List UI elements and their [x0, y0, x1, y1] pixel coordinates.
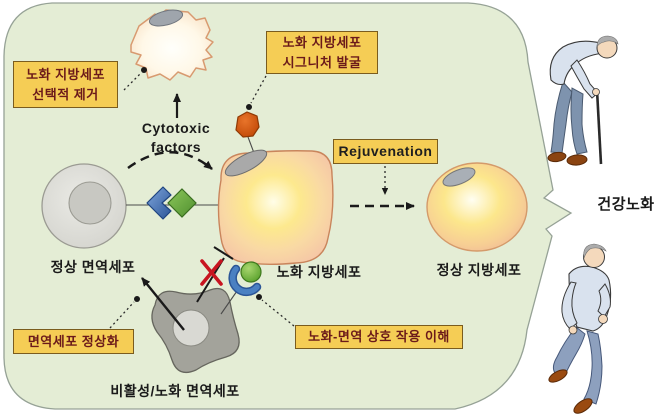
dotted-callout-lines — [109, 67, 389, 329]
immune-cell-nucleus — [68, 181, 112, 225]
label-healthy-aging: 건강노화 — [597, 196, 655, 213]
label-normal-adipocyte: 정상 지방세포 — [436, 262, 522, 278]
dashed-arrows — [127, 151, 415, 210]
callout-selective-removal: 노화 지방세포 선택적 제거 — [13, 61, 118, 108]
adipocyte-nucleus — [224, 149, 268, 177]
normal-immune-cell — [41, 163, 127, 249]
gray-hair — [596, 35, 619, 48]
orange-secreted-factor-icon — [235, 111, 260, 138]
callout-interaction-understanding: 노화-면역 상호 작용 이해 — [295, 325, 463, 349]
normal-adipocyte-nucleus — [442, 167, 476, 187]
label-normal-immune-cell: 정상 면역세포 — [50, 259, 136, 275]
label-inactive-senescent-immune-cell: 비활성/노화 면역세포 — [110, 383, 240, 399]
senescent-immune-cell — [151, 287, 240, 374]
blue-chevron-green-diamond-icon — [146, 186, 197, 220]
callout-signature-discovery: 노화 지방세포 시그니처 발굴 — [266, 31, 378, 74]
senescent-adipocyte-cell — [217, 149, 334, 265]
label-senescent-adipocyte: 노화 지방세포 — [276, 264, 362, 280]
elderly-man-with-cane-icon — [547, 35, 619, 166]
green-ball-blue-crescent-icon — [228, 261, 262, 297]
normal-adipocyte-cell — [426, 162, 528, 252]
solid-arrows — [141, 93, 185, 331]
label-cytotoxic-factors: Cytotoxic factors — [141, 120, 211, 155]
callout-rejuvenation: Rejuvenation — [333, 139, 438, 164]
elderly-man-walking-icon — [548, 243, 612, 414]
senescent-immune-nucleus — [172, 309, 210, 347]
red-x-inhibition-icon — [196, 246, 234, 303]
dying-cell-nucleus — [148, 9, 184, 27]
gray-hair — [583, 243, 607, 259]
callout-immune-normalization: 면역세포 정상화 — [13, 329, 134, 354]
